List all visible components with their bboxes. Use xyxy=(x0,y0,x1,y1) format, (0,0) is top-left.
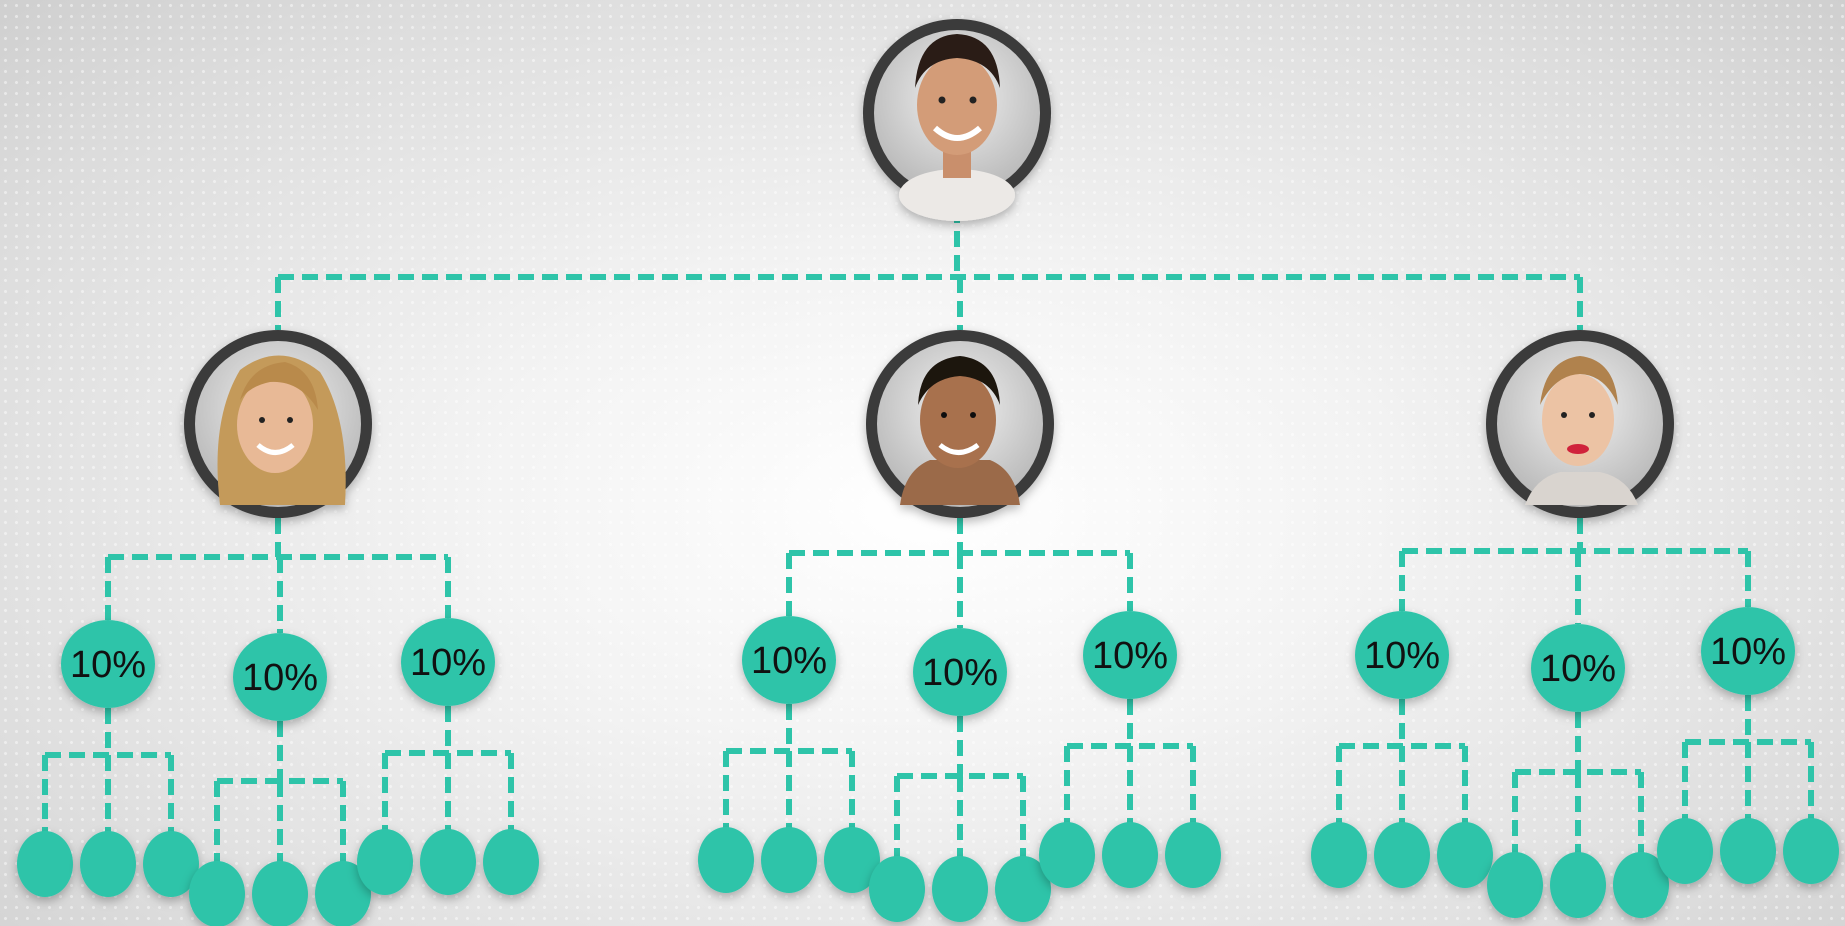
root-avatar xyxy=(863,19,1051,221)
percent-node xyxy=(61,620,155,708)
leaf-node xyxy=(761,827,817,893)
leaf-node xyxy=(824,827,880,893)
leaf-node xyxy=(357,829,413,895)
percent-label: 10% xyxy=(70,644,146,686)
tree-nodes: 10% 10% 10% 10% 10% 10% 10% 10% 10% xyxy=(17,607,1839,926)
leaf-node xyxy=(1374,822,1430,888)
leaf-node xyxy=(1437,822,1493,888)
percent-label: 10% xyxy=(751,640,827,682)
leaf-node xyxy=(252,861,308,926)
leaf-node xyxy=(189,861,245,926)
percent-node xyxy=(401,618,495,706)
percent-node xyxy=(1701,607,1795,695)
percent-label: 10% xyxy=(1540,648,1616,690)
leaf-node xyxy=(420,829,476,895)
leaf-node xyxy=(315,861,371,926)
leaf-node xyxy=(1613,852,1669,918)
leaf-node xyxy=(483,829,539,895)
percent-label: 10% xyxy=(922,652,998,694)
percent-node xyxy=(1083,611,1177,699)
percent-node xyxy=(742,616,836,704)
percent-node xyxy=(1531,624,1625,712)
percent-label: 10% xyxy=(242,657,318,699)
leaf-node xyxy=(1720,818,1776,884)
leaf-node xyxy=(80,831,136,897)
percent-node xyxy=(913,628,1007,716)
percent-node xyxy=(1355,611,1449,699)
member-avatar-1 xyxy=(184,330,372,518)
leaf-node xyxy=(1487,852,1543,918)
member-avatar-2 xyxy=(866,330,1054,518)
leaf-node xyxy=(1039,822,1095,888)
percent-label: 10% xyxy=(410,642,486,684)
leaf-node xyxy=(1550,852,1606,918)
connector-lines xyxy=(42,207,1814,862)
leaf-node xyxy=(1783,818,1839,884)
leaf-node xyxy=(1102,822,1158,888)
member-avatar-3 xyxy=(1486,330,1674,518)
percent-label: 10% xyxy=(1092,635,1168,677)
leaf-node xyxy=(932,856,988,922)
leaf-node xyxy=(869,856,925,922)
percent-node xyxy=(233,633,327,721)
leaf-node xyxy=(143,831,199,897)
percent-label: 10% xyxy=(1710,631,1786,673)
leaf-node xyxy=(1165,822,1221,888)
leaf-node xyxy=(995,856,1051,922)
leaf-node xyxy=(17,831,73,897)
leaf-node xyxy=(1311,822,1367,888)
percent-label: 10% xyxy=(1364,635,1440,677)
leaf-node xyxy=(1657,818,1713,884)
leaf-node xyxy=(698,827,754,893)
